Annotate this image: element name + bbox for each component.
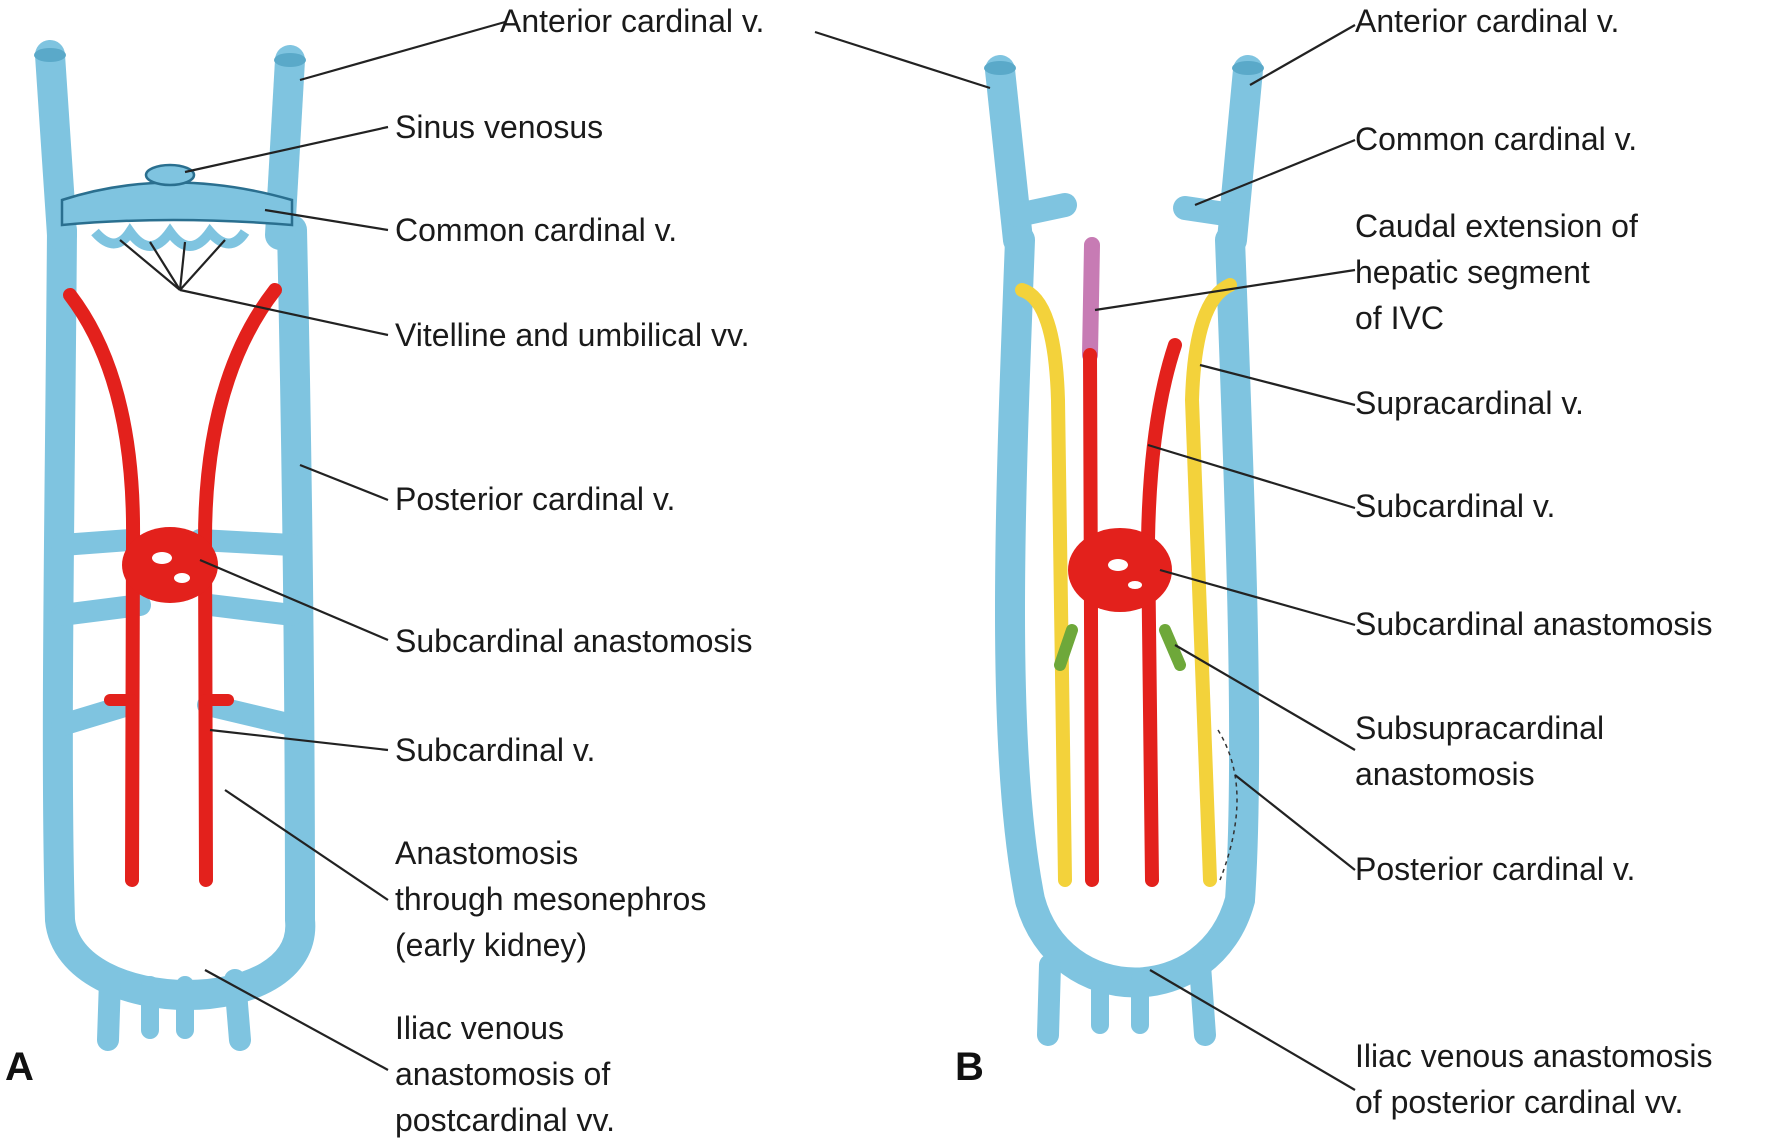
panel-b-common-cardinal-left	[1018, 205, 1065, 215]
panel-a-subcardinal-left	[70, 295, 133, 880]
panel-b-anastomosis-gap-1	[1108, 559, 1128, 571]
panel-a-connection-6	[208, 705, 292, 725]
label-a-iliac-anastomosis: Iliac venous anastomosis of postcardinal…	[395, 1005, 615, 1143]
label-a-subcardinal-anastomosis: Subcardinal anastomosis	[395, 618, 753, 664]
label-a-vitelline-umbilical: Vitelline and umbilical vv.	[395, 312, 750, 358]
label-b-anterior-cardinal: Anterior cardinal v.	[1355, 0, 1619, 44]
panel-b-iliac-stub-1	[1048, 965, 1050, 1035]
panel-b-subcardinal-left	[1090, 355, 1092, 880]
panel-b-common-cardinal-right	[1185, 208, 1232, 215]
leader-a-to-b-anterior-cardinal	[815, 32, 990, 88]
label-a-anterior-cardinal: Anterior cardinal v.	[500, 0, 764, 44]
panel-a-anterior-cardinal-left	[50, 55, 62, 235]
panel-b-anastomosis-gap-2	[1128, 581, 1142, 589]
label-a-posterior-cardinal: Posterior cardinal v.	[395, 476, 675, 522]
label-b-iliac-anastomosis: Iliac venous anastomosis of posterior ca…	[1355, 1033, 1713, 1125]
panel-b-hepatic-ivc	[1090, 245, 1092, 355]
panel-a-subcardinal-anastomosis-blob	[122, 527, 218, 603]
panel-b-anterior-cardinal-right-end	[1232, 61, 1264, 75]
panel-a-sinus-venosus	[146, 165, 194, 185]
leader-b-iliac	[1150, 970, 1355, 1090]
label-b-subcardinal: Subcardinal v.	[1355, 483, 1555, 529]
leader-a-vitelline-2	[150, 242, 180, 290]
label-a-subcardinal: Subcardinal v.	[395, 727, 595, 773]
panel-b-anterior-cardinal-left-end	[984, 61, 1016, 75]
label-a-sinus-venosus: Sinus venosus	[395, 104, 603, 150]
leader-b-common-cardinal	[1195, 140, 1355, 205]
panel-b-letter: B	[955, 1045, 984, 1090]
panel-a-anastomosis-gap-1	[152, 552, 172, 564]
panel-a-letter: A	[5, 1045, 34, 1090]
panel-a-connection-4	[200, 540, 292, 545]
label-a-common-cardinal: Common cardinal v.	[395, 207, 677, 253]
panel-a-subcardinal-right	[205, 290, 275, 880]
panel-a-connection-5	[210, 605, 292, 615]
panel-a-veins	[34, 48, 306, 1040]
panel-b-subcardinal-right	[1148, 345, 1175, 880]
label-b-supracardinal: Supracardinal v.	[1355, 380, 1584, 426]
panel-a-connection-1	[62, 540, 130, 545]
panel-a-anterior-cardinal-right-end	[274, 53, 306, 67]
label-b-caudal-extension-ivc: Caudal extension of hepatic segment of I…	[1355, 203, 1638, 341]
label-b-posterior-cardinal: Posterior cardinal v.	[1355, 846, 1635, 892]
panel-b-veins	[984, 61, 1264, 1035]
label-b-common-cardinal: Common cardinal v.	[1355, 116, 1637, 162]
leader-b-anterior-cardinal	[1250, 25, 1355, 85]
panel-a-iliac-stub-1	[108, 980, 110, 1040]
label-a-mesonephros-anastomosis: Anastomosis through mesonephros (early k…	[395, 830, 706, 968]
panel-a-common-cardinal	[62, 183, 292, 226]
panel-a-anterior-cardinal-left-end	[34, 48, 66, 62]
label-b-subcardinal-anastomosis: Subcardinal anastomosis	[1355, 601, 1713, 647]
panel-a-anastomosis-gap-2	[174, 573, 190, 583]
leader-a-posterior-cardinal	[300, 465, 388, 500]
label-b-subsupracardinal-anastomosis: Subsupracardinal anastomosis	[1355, 705, 1604, 797]
leader-a-anterior-cardinal	[300, 22, 505, 80]
